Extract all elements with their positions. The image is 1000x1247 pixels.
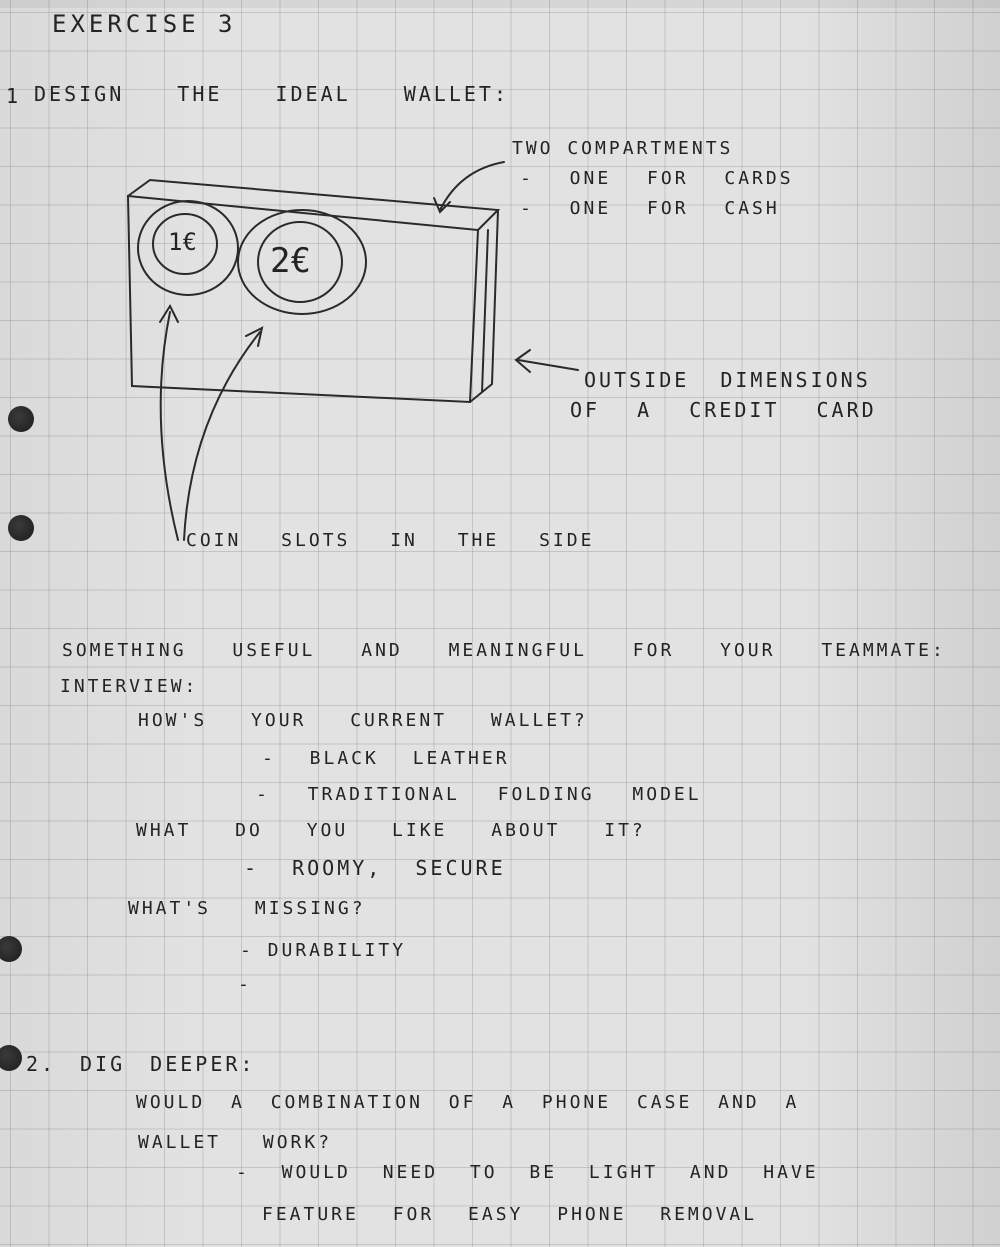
wallet-front-face xyxy=(126,194,480,404)
interview-answer-1b: - TRADITIONAL FOLDING MODEL xyxy=(256,784,702,805)
compartments-arrow xyxy=(439,161,505,211)
section-2-number: 2. xyxy=(26,1052,57,1076)
page-title: EXERCISE 3 xyxy=(52,10,237,38)
dig-question-line2: WALLET WORK? xyxy=(138,1132,333,1153)
wallet-sketch xyxy=(126,161,579,541)
interview-answer-3b: - xyxy=(238,974,252,995)
wallet-top-face xyxy=(127,178,501,231)
section-2-heading: DIG DEEPER: xyxy=(80,1052,256,1076)
interview-intro: SOMETHING USEFUL AND MEANINGFUL FOR YOUR… xyxy=(62,640,946,661)
coin-1-outline xyxy=(137,200,239,296)
coin-slot-arrow-1 xyxy=(159,311,179,541)
compartment-1-text: - ONE FOR CARDS xyxy=(520,168,794,189)
coin-slots-text: COIN SLOTS IN THE SIDE xyxy=(186,530,595,551)
dimensions-text-line2: OF A CREDIT CARD xyxy=(570,398,877,422)
binder-hole xyxy=(0,1045,22,1071)
dig-answer-line2: FEATURE FOR EASY PHONE REMOVAL xyxy=(262,1204,758,1225)
coin-slot-arrow-2 xyxy=(183,331,261,541)
interview-question-3: WHAT'S MISSING? xyxy=(128,898,366,919)
dimensions-arrow xyxy=(517,359,579,371)
coin-2-outline xyxy=(237,209,367,315)
top-edge xyxy=(0,0,1000,8)
compartments-title: TWO COMPARTMENTS xyxy=(512,138,734,159)
wallet-side-face xyxy=(469,209,499,403)
compartment-2-text: - ONE FOR CASH xyxy=(520,198,780,219)
section-1-heading: DESIGN THE IDEAL WALLET: xyxy=(34,82,509,106)
interview-answer-1a: - BLACK LEATHER xyxy=(262,748,510,769)
interview-answer-3a: - DURABILITY xyxy=(240,940,407,961)
dig-answer-line1: - WOULD NEED TO BE LIGHT AND HAVE xyxy=(236,1162,819,1183)
section-1-number: 1 xyxy=(6,84,22,108)
coin-1-label: 1€ xyxy=(168,228,197,256)
binder-hole xyxy=(8,515,34,541)
dimensions-text-line1: OUTSIDE DIMENSIONS xyxy=(584,368,871,392)
binder-hole xyxy=(0,936,22,962)
interview-question-2: WHAT DO YOU LIKE ABOUT IT? xyxy=(136,820,646,841)
coin-2-label: 2€ xyxy=(270,241,311,281)
dig-question-line1: WOULD A COMBINATION OF A PHONE CASE AND … xyxy=(136,1092,800,1113)
interview-answer-2: - ROOMY, SECURE xyxy=(244,856,506,880)
binder-hole xyxy=(8,406,34,432)
interview-question-1: HOW'S YOUR CURRENT WALLET? xyxy=(138,710,588,731)
interview-label: INTERVIEW: xyxy=(60,676,199,697)
